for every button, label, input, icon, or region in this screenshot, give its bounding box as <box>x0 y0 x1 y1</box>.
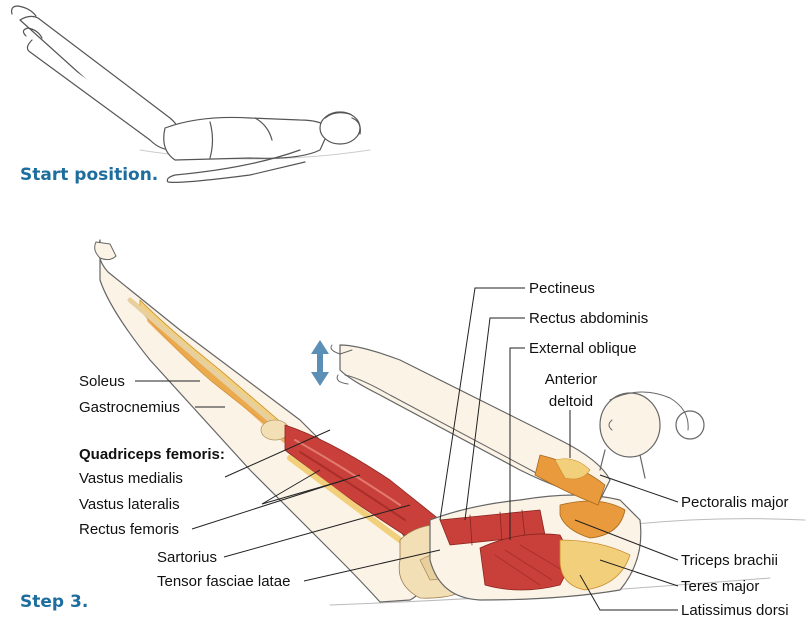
label-vastus-lateralis: Vastus lateralis <box>79 496 180 513</box>
label-anterior-deltoid: Anterior deltoid <box>526 369 616 413</box>
label-soleus: Soleus <box>79 373 125 390</box>
start-position-caption: Start position. <box>20 165 158 185</box>
label-sartorius: Sartorius <box>157 549 217 566</box>
movement-arrow-icon <box>311 340 329 386</box>
step-caption: Step 3. <box>20 592 88 612</box>
label-vastus-medialis: Vastus medialis <box>79 470 183 487</box>
label-rectus-femoris: Rectus femoris <box>79 521 179 538</box>
label-latissimus-dorsi: Latissimus dorsi <box>681 602 789 619</box>
label-pectoralis-major: Pectoralis major <box>681 494 789 511</box>
label-gastrocnemius: Gastrocnemius <box>79 399 180 416</box>
label-pectineus: Pectineus <box>529 280 595 297</box>
label-triceps-brachii: Triceps brachii <box>681 552 778 569</box>
label-teres-major: Teres major <box>681 578 759 595</box>
label-quadriceps-group: Quadriceps femoris: <box>79 446 225 463</box>
start-position-figure <box>12 6 370 182</box>
label-rectus-abdominis: Rectus abdominis <box>529 310 648 327</box>
label-tensor-fasciae-latae: Tensor fasciae latae <box>157 573 290 590</box>
label-external-oblique: External oblique <box>529 340 637 357</box>
